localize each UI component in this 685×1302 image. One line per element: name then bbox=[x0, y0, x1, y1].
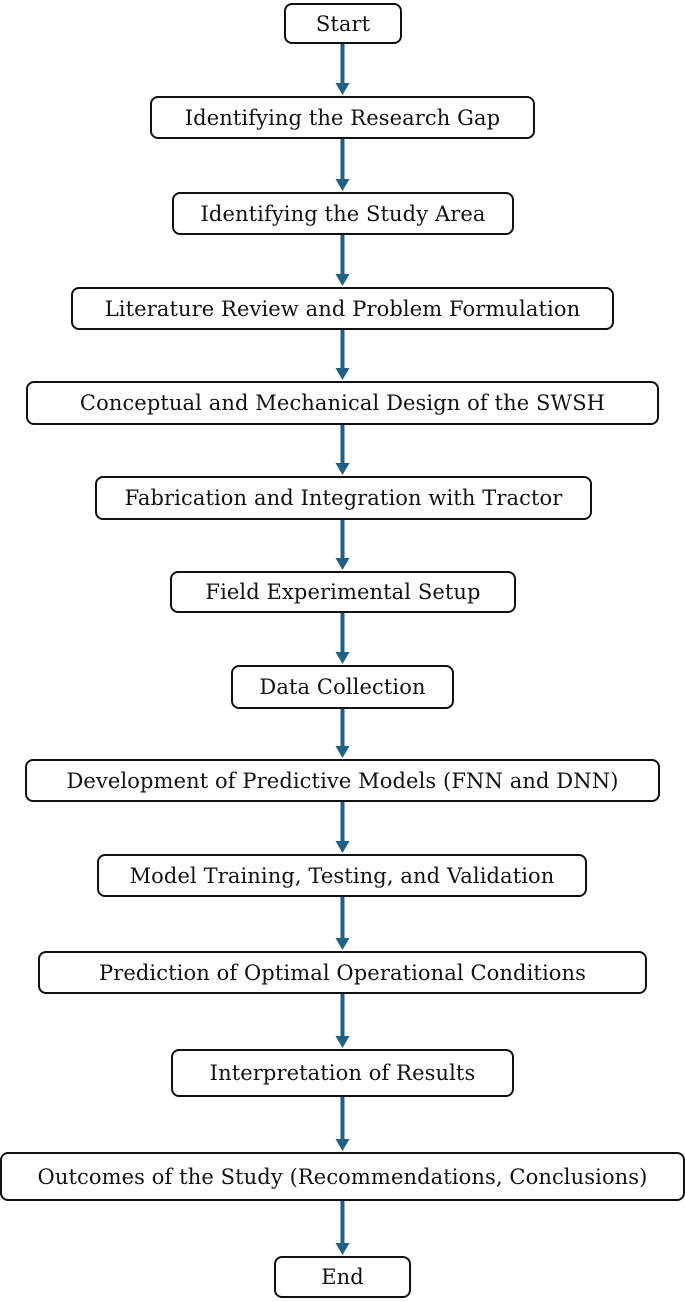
step-identifying-research-gap: Identifying the Research Gap bbox=[150, 96, 535, 139]
arrowhead bbox=[335, 368, 350, 380]
step-development-predictive-models: Development of Predictive Models (FNN an… bbox=[25, 759, 660, 802]
arrowhead bbox=[335, 83, 350, 95]
step-data-collection: Data Collection bbox=[231, 665, 454, 709]
arrowhead bbox=[335, 274, 350, 286]
arrowhead bbox=[335, 1243, 350, 1255]
step-conceptual-mechanical-design: Conceptual and Mechanical Design of the … bbox=[26, 381, 659, 425]
step-identifying-study-area: Identifying the Study Area bbox=[172, 192, 514, 235]
arrowhead bbox=[335, 179, 350, 191]
arrowhead bbox=[335, 652, 350, 664]
step-literature-review: Literature Review and Problem Formulatio… bbox=[71, 287, 614, 330]
arrowhead bbox=[335, 463, 350, 475]
step-field-experimental-setup: Field Experimental Setup bbox=[170, 571, 516, 613]
arrowhead bbox=[335, 938, 350, 950]
arrowhead bbox=[335, 1139, 350, 1151]
step-model-training-testing-validation: Model Training, Testing, and Validation bbox=[97, 854, 587, 897]
step-prediction-optimal-conditions: Prediction of Optimal Operational Condit… bbox=[38, 951, 647, 994]
arrowhead bbox=[335, 558, 350, 570]
step-fabrication-integration: Fabrication and Integration with Tractor bbox=[95, 476, 592, 520]
end-node: End bbox=[274, 1256, 411, 1298]
arrowhead bbox=[335, 841, 350, 853]
arrowhead bbox=[335, 746, 350, 758]
step-outcomes-of-study: Outcomes of the Study (Recommendations, … bbox=[0, 1152, 685, 1201]
arrowhead bbox=[335, 1036, 350, 1048]
start-node: Start bbox=[284, 3, 402, 44]
step-interpretation-of-results: Interpretation of Results bbox=[171, 1049, 514, 1097]
